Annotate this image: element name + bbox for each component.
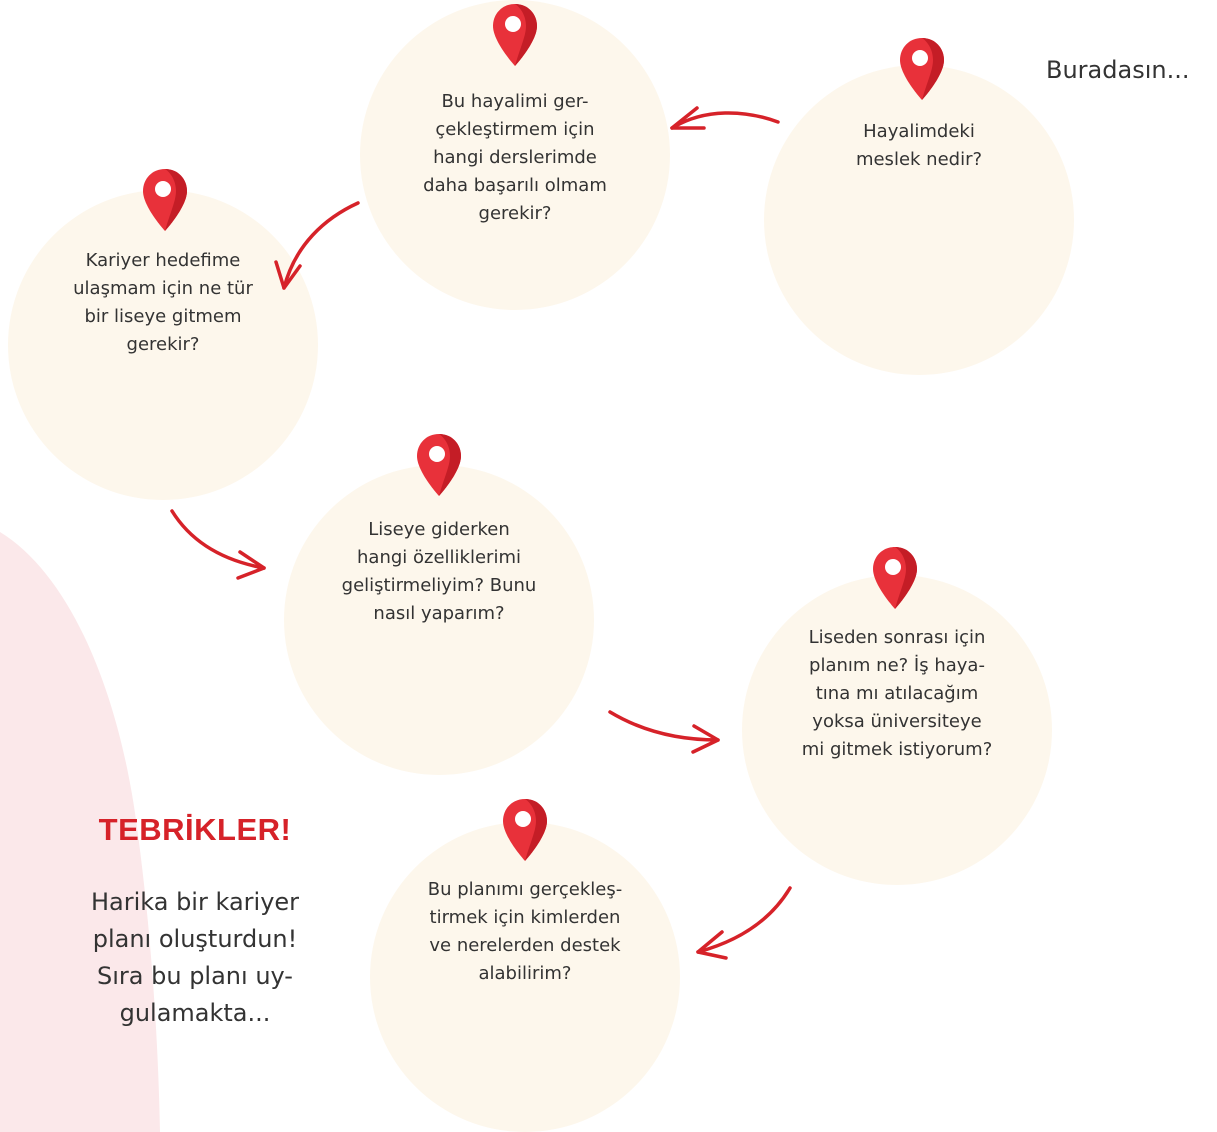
step-circle-6 (370, 822, 680, 1132)
step-circle-1 (764, 65, 1074, 375)
map-pin-icon (900, 38, 944, 100)
here-label: Buradasın... (1046, 56, 1190, 84)
step-3-text: Kariyer hedefime ulaşmam için ne tür bir… (73, 250, 253, 355)
map-pin-icon (873, 547, 917, 609)
step-1-text: Hayalimdeki meslek nedir? (855, 121, 983, 170)
map-pin-icon (493, 4, 537, 66)
step-2-text: Bu hayalimi ger- çekleştirmem için hangi… (423, 91, 607, 224)
map-pin-icon (143, 169, 187, 231)
step-circle-3 (8, 190, 318, 500)
step-6-text: Bu planımı gerçekleş- tirmek için kimler… (427, 879, 623, 984)
map-pin-icon (503, 799, 547, 861)
congrats-body: Harika bir kariyer planı oluşturdun! Sır… (90, 888, 300, 1027)
background-blob-shape (0, 532, 160, 1132)
step-4-text: Liseye giderken hangi özelliklerimi geli… (341, 519, 537, 624)
congrats-title: TEBRİKLER! (98, 812, 292, 847)
step-circle-5 (742, 575, 1052, 885)
map-pin-icon (417, 434, 461, 496)
step-5-text: Liseden sonrası için planım ne? İş haya-… (801, 627, 993, 760)
step-circle-4 (284, 465, 594, 775)
